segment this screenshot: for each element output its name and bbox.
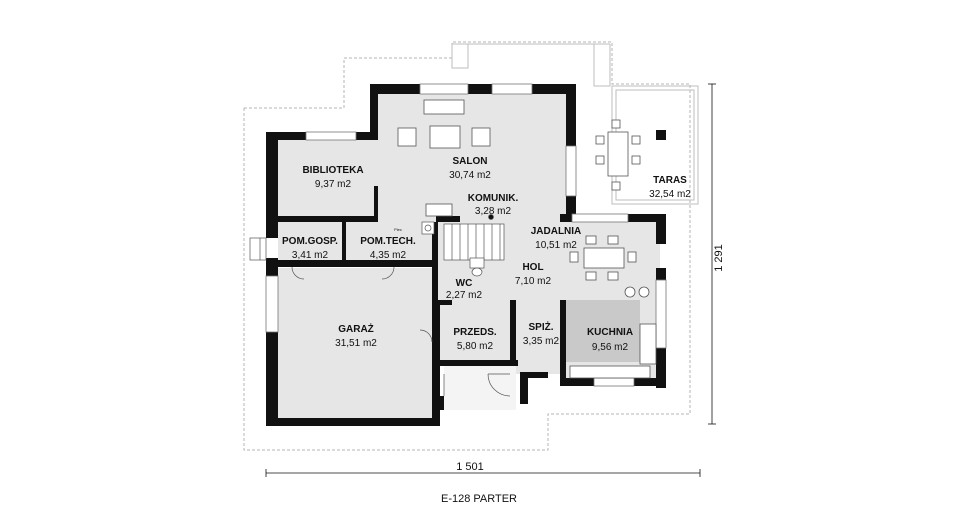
dimension-lines [265,83,716,477]
windows [265,83,667,387]
room-label-biblioteka: BIBLIOTEKA [302,165,363,176]
room-label-hol: HOL [522,262,543,273]
entrance-door [443,373,511,397]
room-area-taras: 32,54 m2 [649,189,691,200]
terrace-furniture [595,119,641,191]
room-area-kuchnia: 9,56 m2 [592,342,629,353]
boiler [421,221,435,235]
room-biblioteka: BIBLIOTEKA 9,37 m2 [302,165,363,190]
room-area-pom-gosp: 3,41 m2 [292,250,329,261]
kitchen-counter [569,323,657,379]
wc-fixtures [469,257,485,277]
room-hol: HOL 7,10 m2 [515,262,552,287]
room-spiz: SPIŻ. 3,35 m2 [523,320,560,347]
stairs [443,214,505,261]
room-label-jadalnia: JADALNIA [531,226,582,237]
width-dimension: 1 501 [456,461,484,473]
room-label-komunik: KOMUNIK. [468,193,519,204]
room-label-kuchnia: KUCHNIA [587,327,633,338]
room-jadalnia: JADALNIA 10,51 m2 [531,226,582,251]
room-label-przeds: PRZEDS. [453,327,497,338]
room-taras: TARAS 32,54 m2 [649,175,691,200]
room-pom-tech: POM.TECH. 4,35 m2 [360,236,416,261]
terrace-grill [656,130,666,140]
height-dimension: 1 291 [713,244,725,272]
dining-furniture [569,235,650,298]
room-label-pom-tech: POM.TECH. [360,236,416,247]
room-area-pom-tech: 4,35 m2 [370,250,407,261]
room-area-spiz: 3,35 m2 [523,336,560,347]
roof-outline [243,41,691,451]
plan-caption: E-128 PARTER [441,493,517,505]
room-area-hol: 7,10 m2 [515,276,552,287]
room-komunik: KOMUNIK. 3,28 m2 [468,193,519,217]
room-salon: SALON 30,74 m2 [449,156,491,181]
room-label-garaz: GARAŻ [338,322,374,335]
room-przeds: PRZEDS. 5,80 m2 [453,327,497,352]
room-area-jadalnia: 10,51 m2 [535,240,577,251]
room-label-salon: SALON [453,156,488,167]
boiler-label: Piec [394,227,402,232]
room-area-przeds: 5,80 m2 [457,341,494,352]
room-area-wc: 2,27 m2 [446,290,483,301]
room-pom-gosp: POM.GOSP. 3,41 m2 [282,236,338,261]
room-wc: WC 2,27 m2 [446,278,483,301]
room-area-komunik: 3,28 m2 [475,206,512,217]
door-arcs [291,266,433,343]
room-label-pom-gosp: POM.GOSP. [282,236,338,247]
room-label-taras: TARAS [653,175,687,186]
room-label-spiz: SPIŻ. [528,320,553,333]
salon-furniture [397,99,491,217]
kitchen-floor [566,300,640,362]
room-kuchnia: KUCHNIA 9,56 m2 [587,327,633,353]
room-garaz: GARAŻ 31,51 m2 [335,322,377,349]
side-door [249,237,267,261]
room-area-garaz: 31,51 m2 [335,338,377,349]
room-area-salon: 30,74 m2 [449,170,491,181]
room-label-wc: WC [456,278,473,289]
room-area-biblioteka: 9,37 m2 [315,179,352,190]
